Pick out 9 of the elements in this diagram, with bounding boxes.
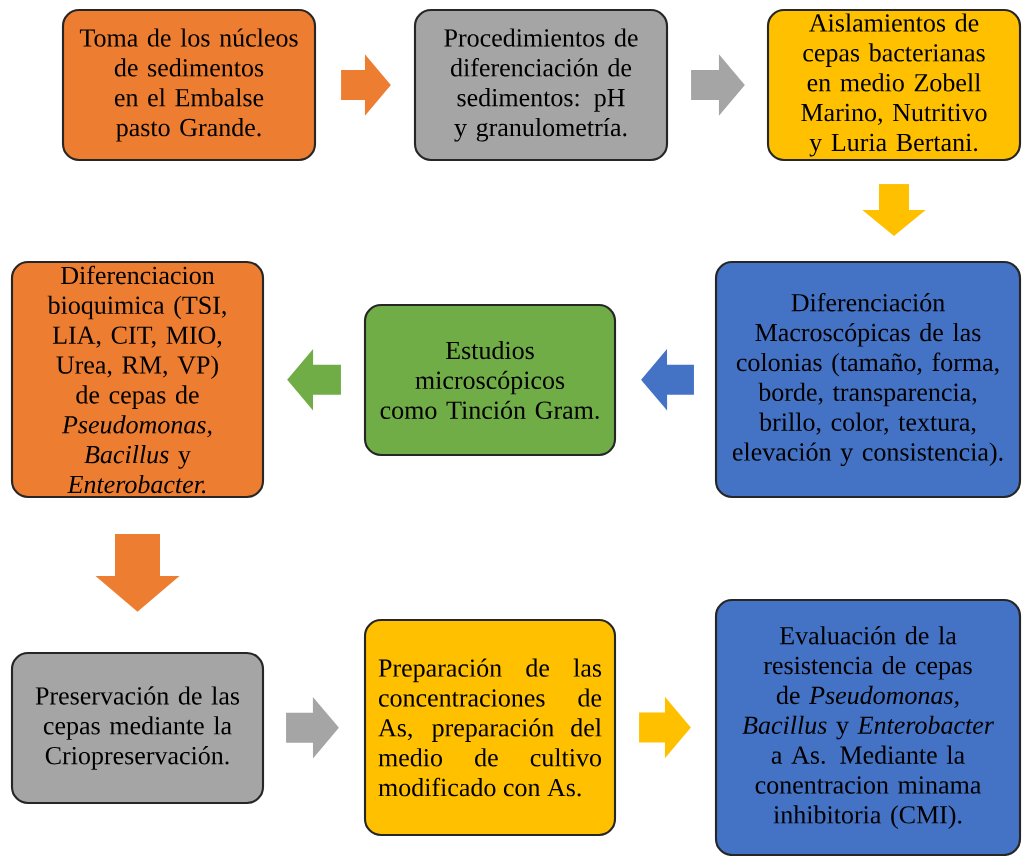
- process-box: Procedimientos de diferenciación de sedimentos: pH y granulometría.: [413, 8, 669, 162]
- process-box: Aislamientos de cepas bacterianas en medio Zobell Marino, Nutritivo y Luria Bertani.: [766, 8, 1022, 162]
- process-box: Preservación de las cepas mediante la Criopreservación.: [10, 651, 265, 805]
- process-box: Diferenciacion bioquimica (TSI, LIA, CIT, MIO, Urea, RM, VP) de cepas de Pseudomonas, Bacillus y Enterobacter.: [10, 260, 265, 499]
- process-box: Toma de los núcleos de sedimentos en el Embalse pasto Grande.: [61, 8, 317, 162]
- process-box: Evaluación de la resistencia de cepas de Pseudomonas, Bacillus y Enterobacter a As. Mediante la conentracion minama inhibitoria (CMI).: [714, 598, 1022, 856]
- process-box: Estudios microscópicos como Tinción Gram.: [363, 303, 617, 457]
- process-box: Diferenciación Macroscópicas de las colonias (tamaño, forma, borde, transparencia, brillo, color, textura, elevación y consistencia).: [714, 260, 1022, 499]
- process-box: Preparación de las concentraciones de As, preparación del medio de cultivo modificado con As.: [363, 618, 617, 837]
